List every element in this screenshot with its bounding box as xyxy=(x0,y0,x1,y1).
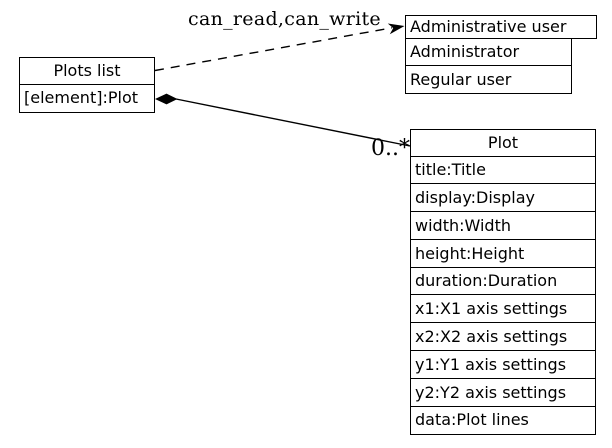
class-attribute-row: x1:X1 axis settings xyxy=(410,294,596,324)
node-admin-user-title: Administrative user xyxy=(405,15,597,39)
list-item: Regular user xyxy=(405,65,572,94)
class-attribute-row: x2:X2 axis settings xyxy=(410,322,596,352)
class-attribute-row: y2:Y2 axis settings xyxy=(410,377,596,408)
class-attribute-row: width:Width xyxy=(410,211,596,241)
class-attribute-row: y1:Y1 axis settings xyxy=(410,350,596,380)
edge-label-permissions: can_read,can_write xyxy=(188,8,381,30)
class-attribute-row: duration:Duration xyxy=(410,266,596,296)
node-plot: Plot title:Title display:Display width:W… xyxy=(410,129,596,435)
dependency-edge-line xyxy=(154,27,393,72)
arrowhead-icon xyxy=(387,23,405,35)
composition-edge-line xyxy=(175,98,411,147)
node-plots-list: Plots list [element]:Plot xyxy=(19,57,155,113)
node-plot-title: Plot xyxy=(410,129,596,157)
class-attribute-row: data:Plot lines xyxy=(410,405,596,435)
class-attribute-row: [element]:Plot xyxy=(19,83,155,113)
edge-label-multiplicity: 0..* xyxy=(371,136,410,161)
class-attribute-row: display:Display xyxy=(410,183,596,213)
composition-diamond-icon xyxy=(155,93,178,105)
class-attribute-row: title:Title xyxy=(410,155,596,185)
node-plots-list-title: Plots list xyxy=(19,57,155,85)
node-admin-user: Administrative user Administrator Regula… xyxy=(405,15,597,94)
list-item: Administrator xyxy=(405,37,572,67)
class-attribute-row: height:Height xyxy=(410,238,596,269)
